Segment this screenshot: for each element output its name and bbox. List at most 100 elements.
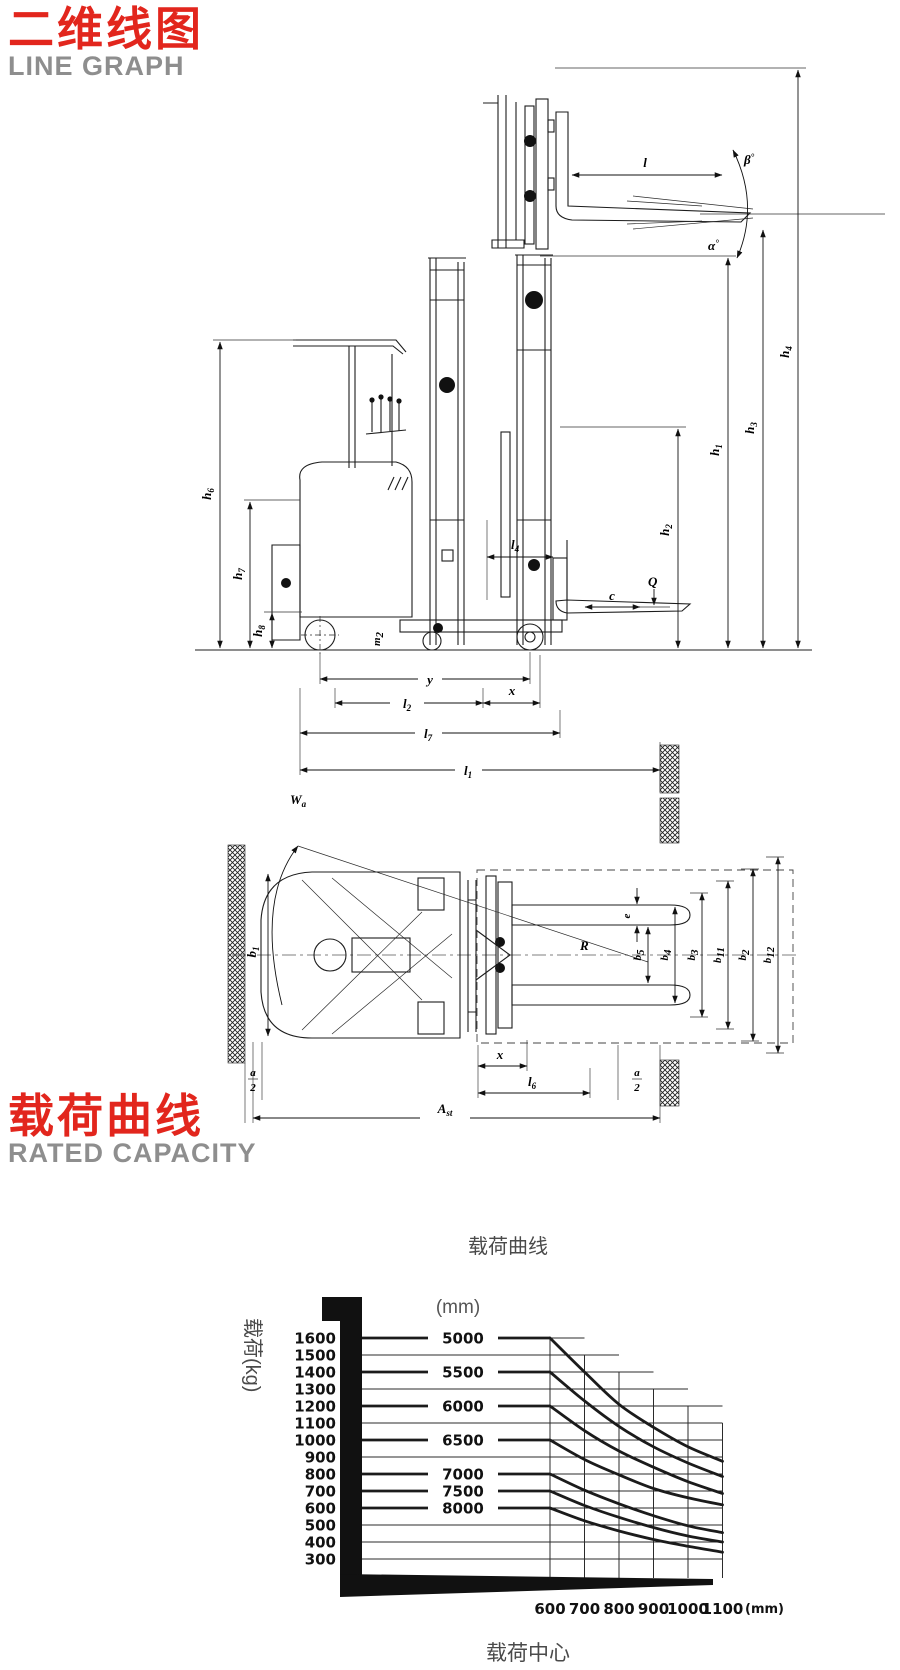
plan-view-drawing: Wa R b1 e b5 b4 b3 b11 b2 b12 — [227, 744, 798, 1123]
y-tick-label: 1400 — [294, 1364, 336, 1382]
dim-label-e: e — [621, 913, 633, 918]
y-tick-label: 400 — [305, 1534, 336, 1552]
y-axis-title: 载荷(kg) — [241, 1318, 264, 1392]
fork-arm-2 — [511, 984, 691, 1006]
series-label: 5500 — [442, 1364, 484, 1382]
series-label: 8000 — [442, 1500, 484, 1518]
line-graph-title-en: LINE GRAPH — [8, 51, 185, 81]
aisle-wall-right-bottom — [659, 1059, 680, 1107]
x-tick-label: 1100 — [702, 1600, 744, 1618]
rated-capacity-title-cn: 载荷曲线 — [8, 1090, 204, 1142]
dim-label-x-plan: x — [496, 1047, 504, 1062]
dim-label-r: R — [579, 938, 589, 953]
series-label: 6500 — [442, 1432, 484, 1450]
dim-label-fork-length: l — [643, 155, 647, 170]
dim-label-l4: l4 — [511, 537, 520, 554]
truck-body-top-view — [260, 871, 461, 1039]
y-tick-label: 800 — [305, 1466, 336, 1484]
y-tick-label: 1600 — [294, 1330, 336, 1348]
fork-profile — [555, 111, 752, 223]
dim-label-beta: β° — [743, 152, 755, 167]
dim-label-b12: b12 — [762, 946, 777, 963]
dim-label-b11: b11 — [712, 947, 727, 963]
capacity-curve — [548, 1438, 724, 1507]
y-axis-bar — [340, 1297, 362, 1580]
dim-label-h4: h4 — [777, 346, 794, 358]
capacity-curve — [548, 1404, 724, 1495]
y-tick-label: 700 — [305, 1483, 336, 1501]
dim-label-h2: h2 — [657, 524, 674, 536]
x-axis-unit: (mm) — [745, 1602, 784, 1617]
forklift-line-drawing: l β° α° — [195, 67, 885, 1123]
caster-wheel — [422, 631, 442, 651]
svg-text:2: 2 — [633, 1082, 640, 1094]
dim-label-alpha: α° — [708, 238, 719, 253]
cab-body — [299, 461, 413, 618]
line-graph-header: 二维线图 LINE GRAPH — [8, 6, 204, 80]
fork-detail-drawing: l β° α° — [483, 67, 885, 259]
lowered-fork — [552, 540, 692, 621]
dim-label-b4: b4 — [659, 949, 674, 961]
dim-label-a2-left: a 2 — [248, 1067, 258, 1094]
y-tick-label: 1200 — [294, 1398, 336, 1416]
capacity-curve — [548, 1472, 724, 1535]
x-axis-title: 载荷中心 — [486, 1642, 570, 1665]
dim-label-l1: l1 — [464, 763, 472, 780]
y-tick-label: 1500 — [294, 1347, 336, 1365]
control-levers — [365, 394, 407, 435]
dim-label-h7: h7 — [230, 568, 247, 580]
tilt-arc — [732, 149, 749, 259]
dim-label-q: Q — [648, 574, 658, 589]
y-tick-label: 600 — [305, 1500, 336, 1518]
dim-label-c: c — [609, 588, 615, 603]
line-graph-title-cn: 二维线图 — [8, 3, 204, 55]
dim-label-l2: l2 — [403, 696, 412, 713]
load-outline — [476, 869, 794, 1044]
dim-label-b2: b2 — [737, 949, 752, 961]
svg-text:2: 2 — [249, 1082, 256, 1094]
aisle-wall-right-mid — [659, 797, 680, 844]
y-tick-label: 1300 — [294, 1381, 336, 1399]
x-tick-label: 1000 — [667, 1600, 709, 1618]
fork-arm-1 — [511, 904, 691, 926]
dim-label-h3: h3 — [742, 422, 759, 434]
capacity-curve — [548, 1506, 724, 1554]
carriage-roller-top — [524, 135, 536, 147]
dim-label-h6: h6 — [199, 488, 216, 500]
x-tick-label: 900 — [638, 1600, 669, 1618]
capacity-curve — [548, 1489, 724, 1544]
dim-label-y: y — [425, 672, 433, 687]
dim-label-b5: b5 — [632, 949, 647, 961]
aisle-wall-left — [227, 844, 246, 1064]
capacity-curve — [548, 1336, 724, 1463]
x-tick-label: 600 — [534, 1600, 565, 1618]
load-wheel — [516, 623, 544, 651]
dim-label-b3: b3 — [686, 949, 701, 961]
dim-label-b1: b1 — [244, 947, 261, 958]
dim-label-wa: Wa — [290, 792, 307, 809]
chart-title: 载荷曲线 — [468, 1235, 548, 1258]
dim-label-m2: m2 — [371, 631, 386, 646]
series-label: 7500 — [442, 1483, 484, 1501]
rated-capacity-header: 载荷曲线 RATED CAPACITY — [8, 1093, 257, 1167]
dim-label-x-side: x — [508, 683, 516, 698]
dim-label-ast: Ast — [437, 1101, 453, 1118]
dim-label-h1: h1 — [707, 444, 724, 456]
x-tick-label: 700 — [569, 1600, 600, 1618]
carriage-roller-bottom — [524, 190, 536, 202]
svg-text:a: a — [250, 1067, 256, 1079]
x-tick-label: 800 — [603, 1600, 634, 1618]
dim-label-h8: h8 — [250, 625, 267, 637]
y-tick-label: 1000 — [294, 1432, 336, 1450]
y-tick-label: 1100 — [294, 1415, 336, 1433]
rated-capacity-chart: 3004005006007008009001000110012001300140… — [241, 1235, 784, 1665]
dim-label-l6: l6 — [528, 1074, 537, 1091]
dim-label-l7: l7 — [424, 726, 433, 743]
svg-text:a: a — [634, 1067, 640, 1079]
rated-capacity-title-en: RATED CAPACITY — [8, 1138, 257, 1168]
mast-rear — [428, 257, 466, 645]
aisle-wall-right-top — [659, 744, 680, 794]
x-axis-bar — [340, 1574, 713, 1597]
mast-front — [500, 254, 553, 645]
